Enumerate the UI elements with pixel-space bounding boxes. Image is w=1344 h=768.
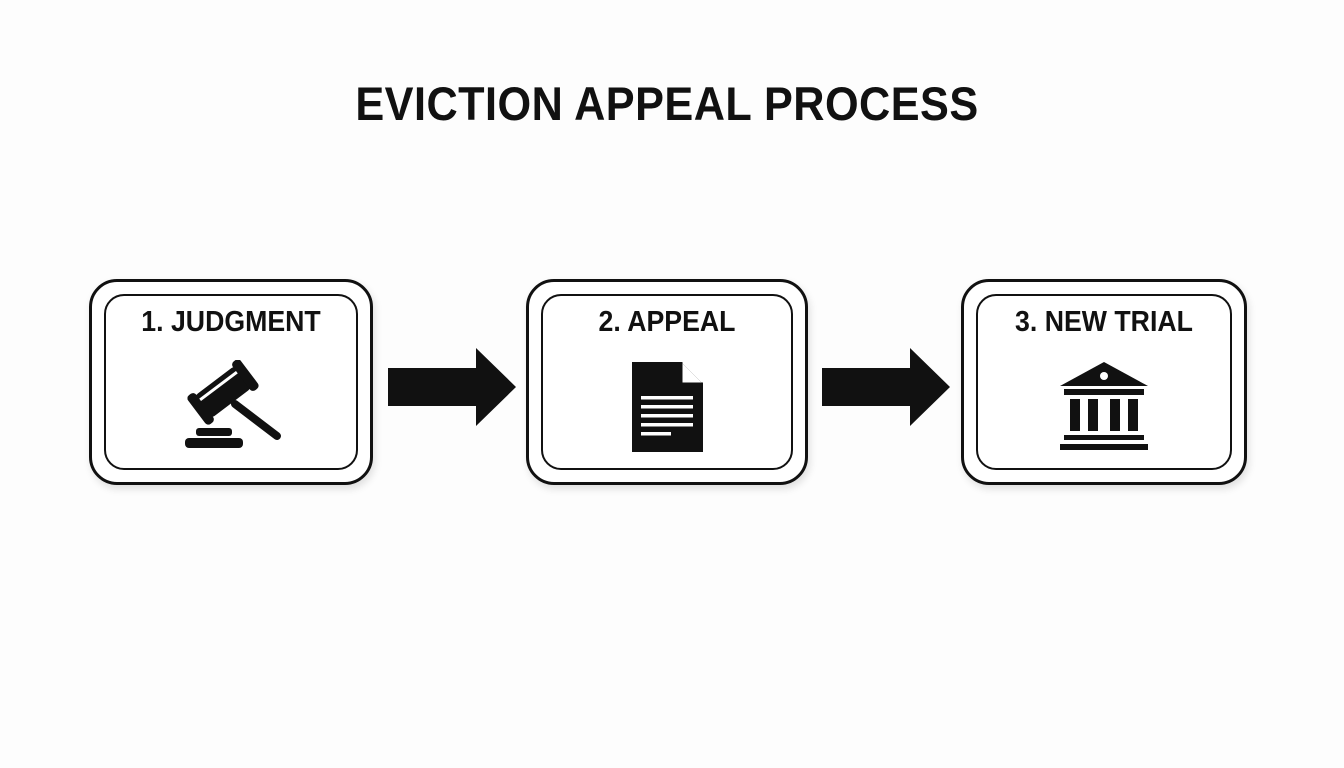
step-new-trial-inner-border bbox=[976, 294, 1232, 470]
step-new-trial-label: 3. NEW TRIAL bbox=[1015, 306, 1193, 338]
diagram-title: EVICTION APPEAL PROCESS bbox=[355, 77, 979, 130]
step-judgment-label: 1. JUDGMENT bbox=[141, 306, 321, 338]
step-appeal: 2. APPEAL bbox=[526, 279, 808, 485]
step-judgment: 1. JUDGMENT bbox=[89, 279, 373, 485]
document-icon bbox=[629, 360, 705, 454]
courthouse-icon bbox=[1058, 360, 1150, 454]
arrow-appeal-to-new-trial bbox=[822, 348, 950, 426]
step-judgment-inner-border bbox=[104, 294, 358, 470]
step-appeal-label: 2. APPEAL bbox=[598, 306, 736, 338]
step-new-trial: 3. NEW TRIAL bbox=[961, 279, 1247, 485]
arrow-judgment-to-appeal bbox=[388, 348, 516, 426]
gavel-icon bbox=[171, 359, 291, 456]
step-appeal-inner-border bbox=[541, 294, 793, 470]
